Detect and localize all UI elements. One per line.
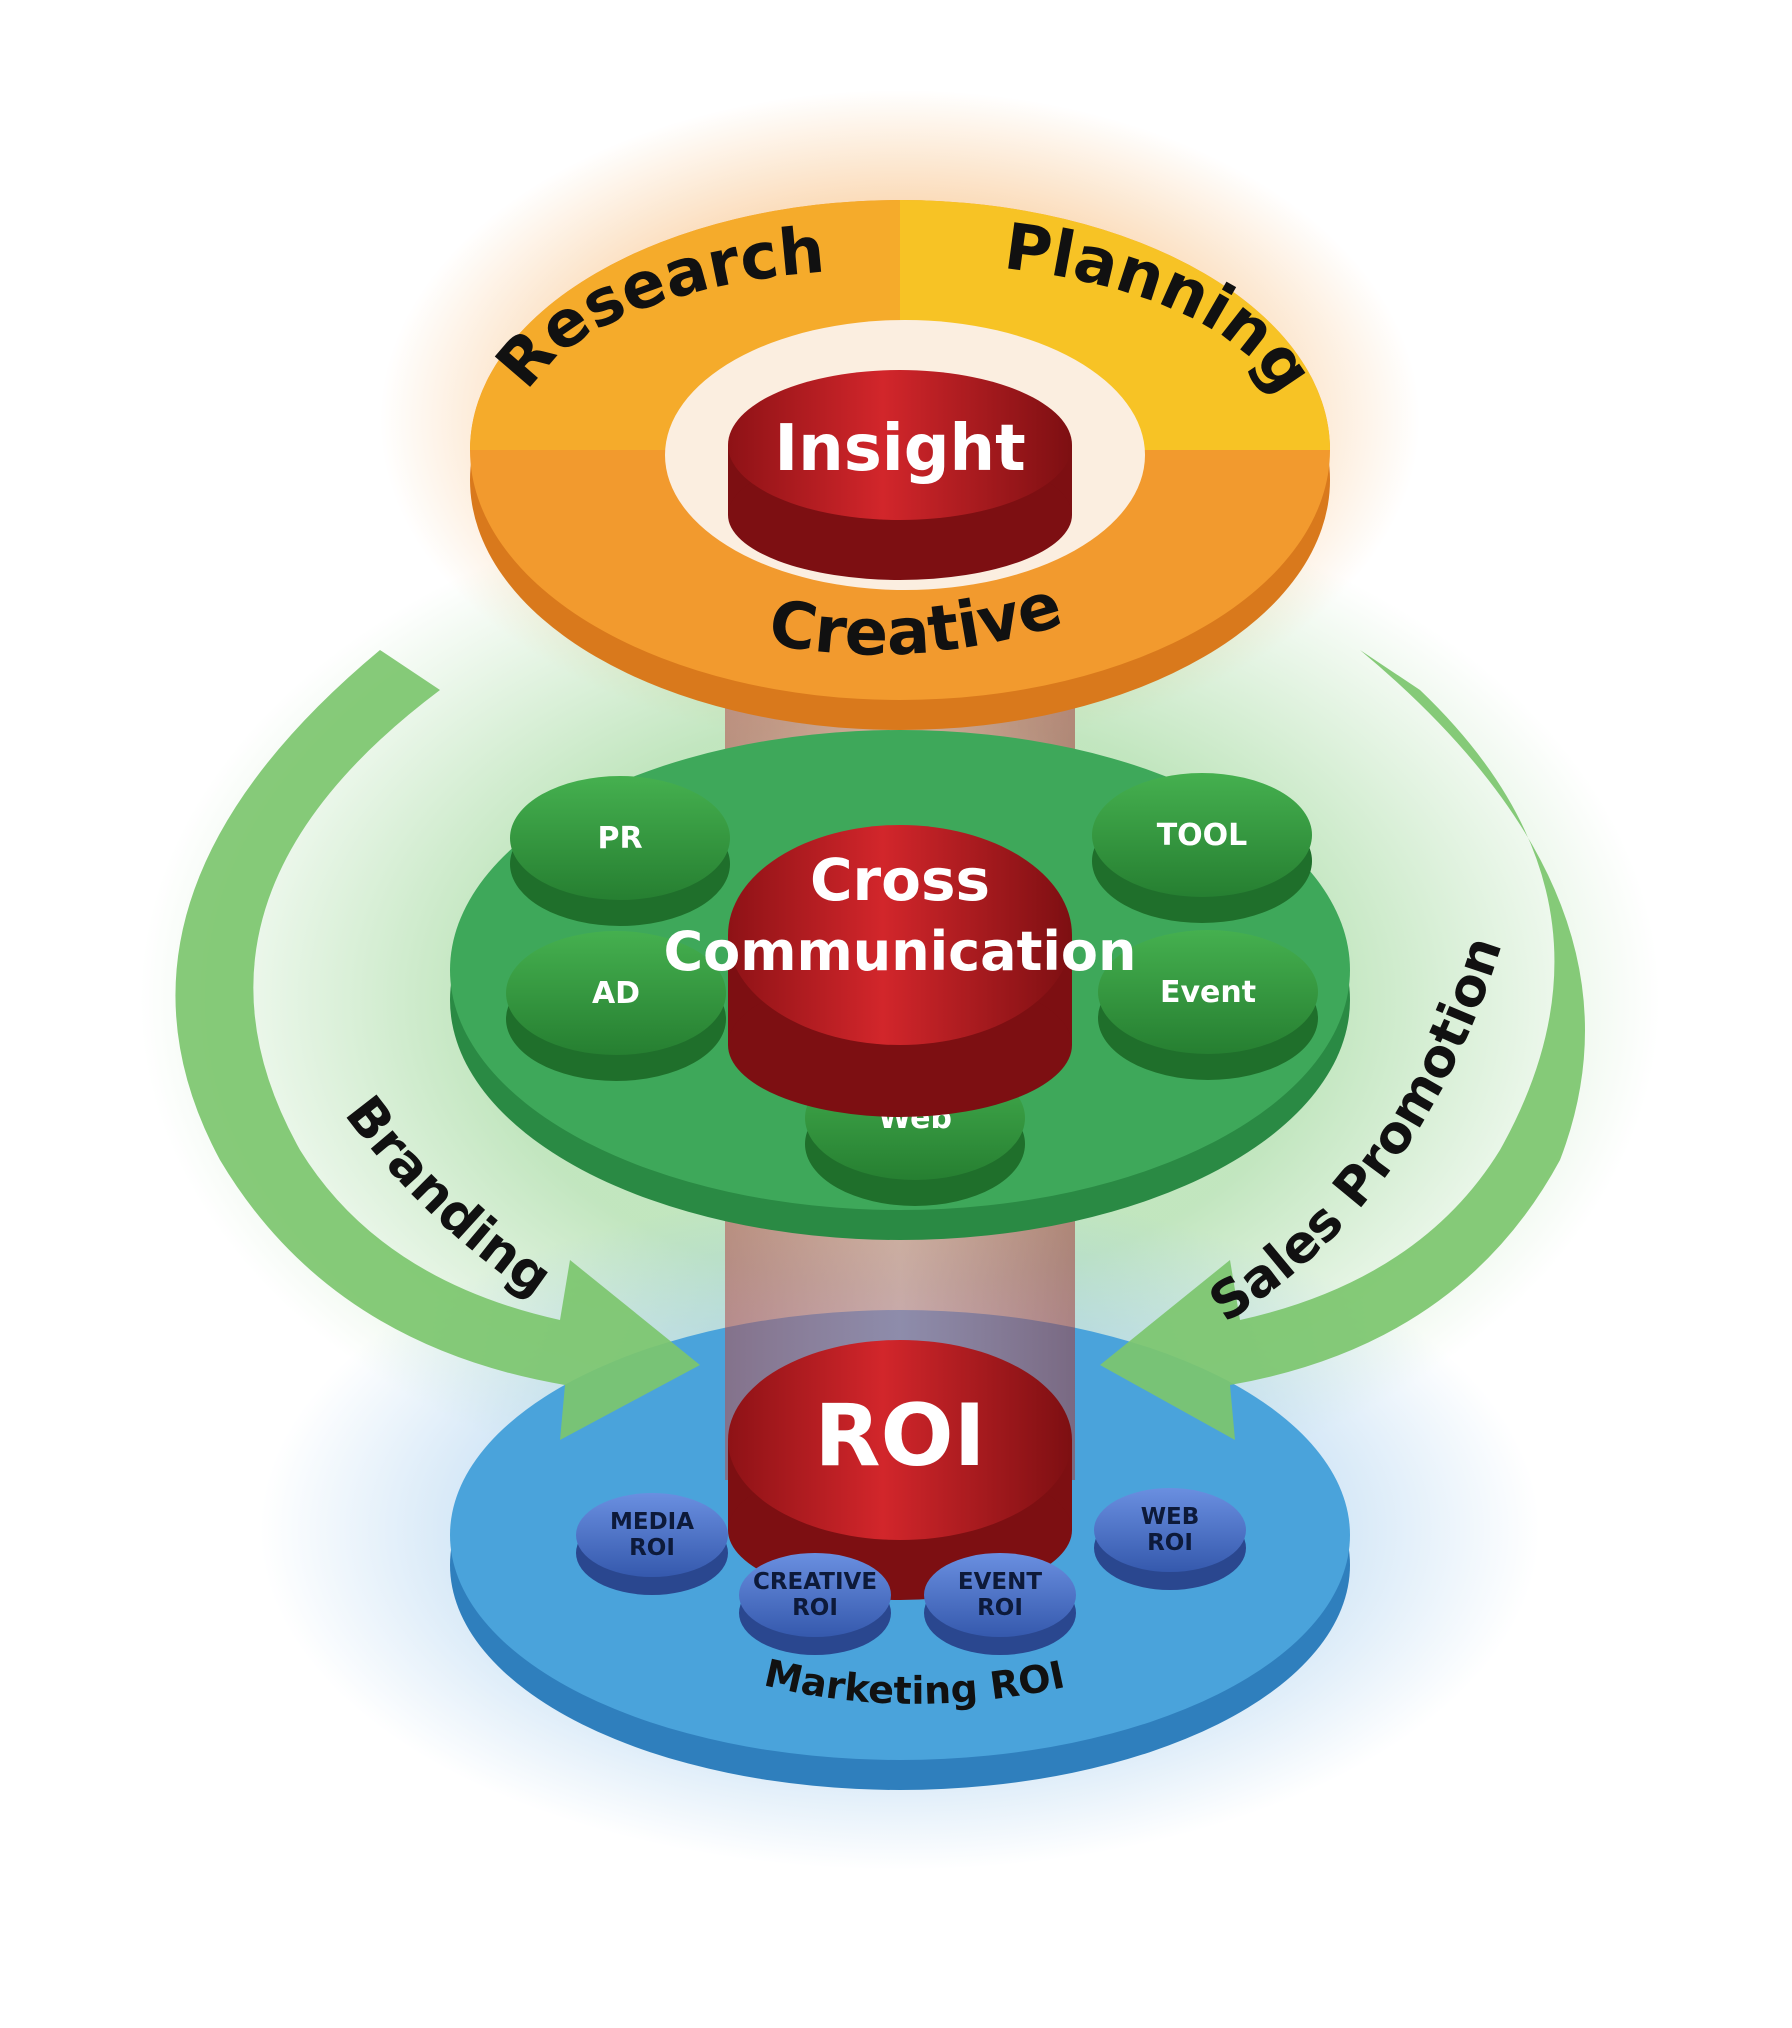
bottom-item-creative-roi-top <box>739 1553 891 1637</box>
middle-item-event: Event <box>1098 930 1318 1080</box>
insight-label: Insight <box>774 412 1025 486</box>
bottom-item-label: CREATIVE <box>753 1569 877 1595</box>
middle-item-event-top <box>1098 930 1318 1054</box>
cross-label: Cross <box>810 846 990 914</box>
middle-item-ad: AD <box>506 931 726 1081</box>
middle-item-ad-top <box>506 931 726 1055</box>
middle-item-pr-top <box>510 776 730 900</box>
branding-arrow <box>175 650 701 1440</box>
middle-item-label: TOOL <box>1157 818 1248 853</box>
middle-item-tool: TOOL <box>1092 773 1312 923</box>
bottom-item-event-roi-top <box>924 1553 1076 1637</box>
roi-label: ROI <box>814 1386 985 1486</box>
bottom-item-web-roi-top <box>1094 1488 1246 1572</box>
middle-item-label: PR <box>597 821 642 856</box>
middle-item-pr: PR <box>510 776 730 926</box>
bottom-item-label: EVENT <box>958 1569 1042 1595</box>
bottom-item-label: ROI <box>792 1595 838 1621</box>
middle-item-tool-top <box>1092 773 1312 897</box>
bottom-item-label: ROI <box>629 1535 675 1561</box>
bottom-item-label: MEDIA <box>610 1509 694 1535</box>
bottom-item-label: WEB <box>1141 1504 1200 1530</box>
bottom-item-label: ROI <box>977 1595 1023 1621</box>
insight-core: Insight <box>728 370 1072 580</box>
communication-label: Communication <box>664 920 1137 983</box>
middle-item-label: AD <box>592 976 640 1011</box>
sales-promotion-arrow <box>1100 650 1585 1440</box>
bottom-item-media-roi-top <box>576 1493 728 1577</box>
middle-item-label: Event <box>1160 975 1256 1010</box>
bottom-item-label: ROI <box>1147 1530 1193 1556</box>
cross-communication-core: Cross Communication <box>664 825 1137 1117</box>
